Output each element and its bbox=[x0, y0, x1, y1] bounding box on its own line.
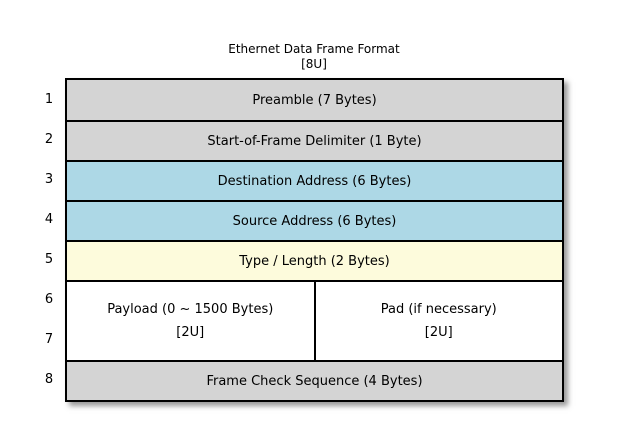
frame-row-type-length: Type / Length (2 Bytes) bbox=[67, 240, 562, 280]
frame-row-destination-address: Destination Address (6 Bytes) bbox=[67, 160, 562, 200]
frame-row-payload-pad: Payload (0 ~ 1500 Bytes) [2U] Pad (if ne… bbox=[67, 280, 562, 360]
frame-row-sfd: Start-of-Frame Delimiter (1 Byte) bbox=[67, 120, 562, 160]
row-number-3: 3 bbox=[44, 172, 54, 187]
frame-format-table: Preamble (7 Bytes) Start-of-Frame Delimi… bbox=[65, 78, 564, 402]
pad-units: [2U] bbox=[424, 325, 453, 340]
diagram-title-block: Ethernet Data Frame Format [8U] bbox=[0, 42, 628, 72]
row-number-8: 8 bbox=[44, 372, 54, 387]
frame-row-source-address: Source Address (6 Bytes) bbox=[67, 200, 562, 240]
payload-label: Payload (0 ~ 1500 Bytes) bbox=[107, 302, 274, 317]
row-number-2: 2 bbox=[44, 132, 54, 147]
row-number-4: 4 bbox=[44, 212, 54, 227]
pad-label: Pad (if necessary) bbox=[380, 302, 497, 317]
pad-cell: Pad (if necessary) [2U] bbox=[313, 282, 563, 360]
row-number-5: 5 bbox=[44, 252, 54, 267]
payload-units: [2U] bbox=[176, 325, 205, 340]
diagram-title: Ethernet Data Frame Format bbox=[228, 42, 400, 56]
diagram-subtitle: [8U] bbox=[301, 57, 327, 71]
row-number-pair-6-7: 6 7 bbox=[38, 280, 60, 360]
frame-row-preamble: Preamble (7 Bytes) bbox=[67, 80, 562, 120]
frame-row-fcs: Frame Check Sequence (4 Bytes) bbox=[67, 360, 562, 400]
row-number-1: 1 bbox=[44, 92, 54, 107]
row-number-6: 6 bbox=[44, 292, 54, 307]
row-number-7: 7 bbox=[44, 332, 54, 347]
payload-cell: Payload (0 ~ 1500 Bytes) [2U] bbox=[67, 282, 314, 360]
ethernet-frame-diagram: 1 2 3 4 5 6 7 8 Preamble (7 Bytes) Start… bbox=[38, 78, 564, 402]
row-number-column: 1 2 3 4 5 6 7 8 bbox=[38, 78, 60, 400]
